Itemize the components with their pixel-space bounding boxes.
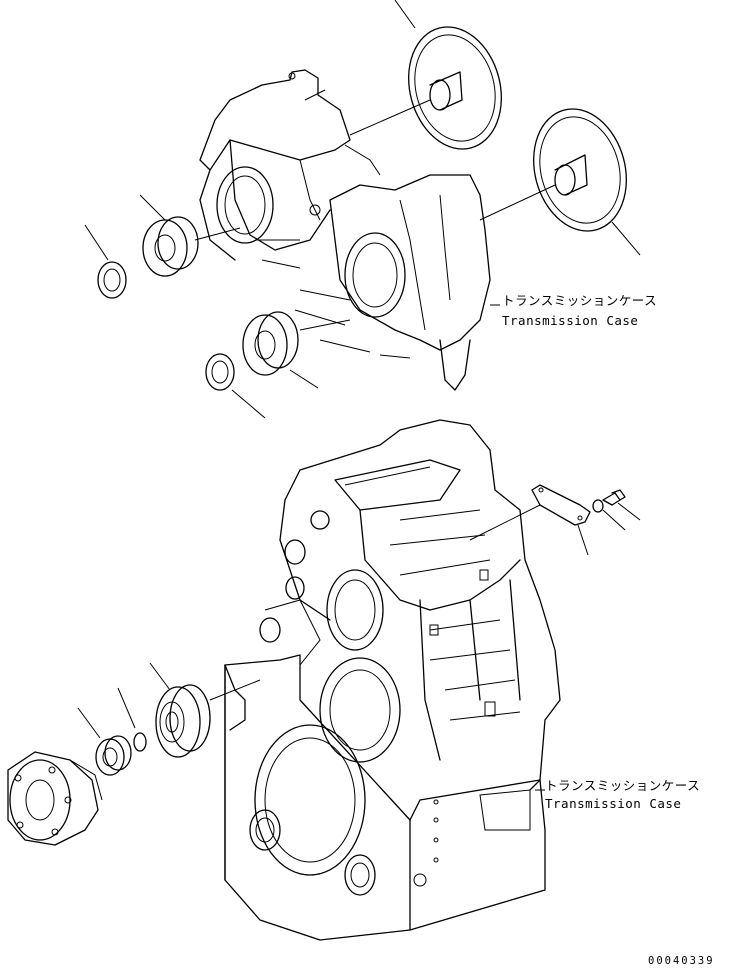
upper-transmission-case	[199, 69, 491, 391]
upper-bearing-left	[139, 194, 241, 277]
lower-transmission-case	[224, 419, 561, 941]
upper-gear-1	[349, 0, 502, 150]
upper-label-en: Transmission Case	[502, 313, 638, 328]
drawing-code: 00040339	[648, 955, 715, 967]
lower-label-en: Transmission Case	[545, 796, 681, 811]
lower-gear	[149, 662, 261, 758]
upper-seal-right	[205, 353, 266, 419]
lower-bearing	[77, 707, 132, 776]
upper-seal-left	[84, 224, 127, 299]
upper-bearing-right	[242, 311, 351, 389]
upper-label-jp: トランスミッションケース	[502, 293, 657, 308]
cover-plate	[469, 484, 591, 556]
flange-coupling	[7, 751, 103, 846]
upper-gear-2	[479, 108, 641, 256]
lower-label-jp: トランスミッションケース	[545, 778, 700, 793]
washer	[592, 499, 626, 531]
bolt	[602, 489, 641, 521]
snap-ring	[117, 687, 147, 752]
